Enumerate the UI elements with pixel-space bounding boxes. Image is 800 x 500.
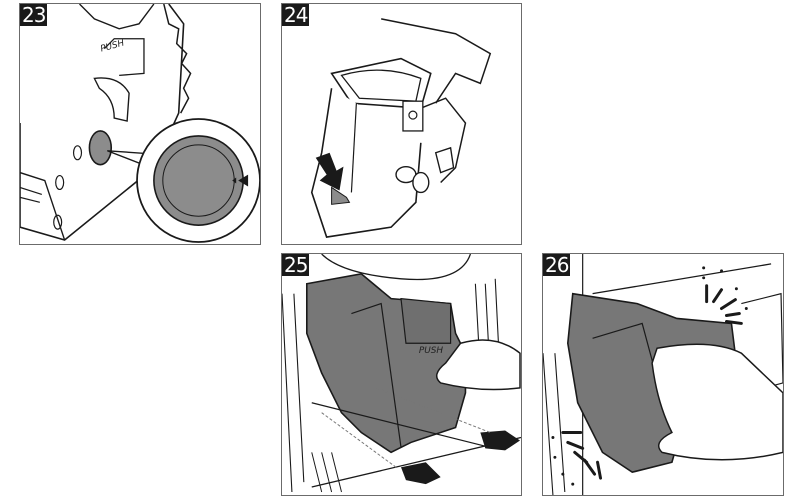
- step-24-panel: 24: [281, 3, 522, 245]
- step-25-illustration: PUSH: [282, 254, 521, 493]
- left-arrow-icon: [480, 430, 521, 451]
- step-24-illustration: [310, 18, 492, 238]
- down-arrow-icon: [315, 152, 344, 191]
- step-23-illustration: PUSH: [20, 4, 260, 243]
- hand: [435, 339, 521, 391]
- step-26-illustration: [543, 254, 783, 495]
- step-number-badge: 23: [20, 3, 48, 27]
- hand: [651, 343, 783, 461]
- left-arrow-icon: [401, 462, 441, 485]
- indicator-dial: [88, 130, 113, 166]
- step-number-badge: 26: [543, 253, 571, 277]
- step-25-panel: 25 PUSH: [281, 253, 522, 496]
- step-23-panel: 23 PUSH: [19, 3, 261, 245]
- arrow-marker-icon: [238, 174, 249, 187]
- step-number-badge: 24: [282, 3, 310, 27]
- lever: [93, 77, 130, 122]
- release-lever: [331, 186, 351, 205]
- step-number-badge: 25: [282, 253, 310, 277]
- push-label: PUSH: [419, 346, 444, 356]
- click-marks-icon: [551, 266, 748, 486]
- step-26-panel: 26: [542, 253, 784, 496]
- brew-group: [305, 272, 467, 454]
